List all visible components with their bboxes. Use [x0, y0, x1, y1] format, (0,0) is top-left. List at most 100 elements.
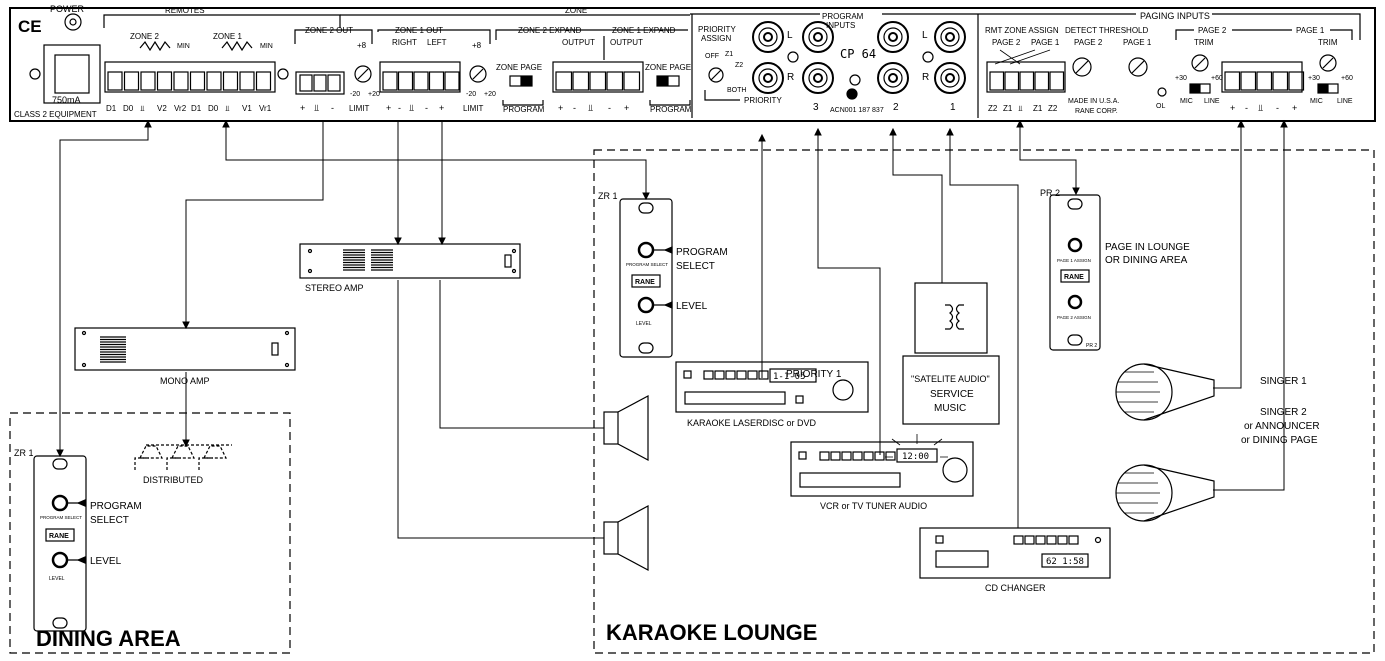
rca-jack-icon[interactable]	[934, 62, 966, 94]
terminal-cell	[606, 71, 624, 91]
zone-label: ZONE	[565, 6, 587, 15]
rca-jack-icon[interactable]	[752, 62, 784, 94]
zr1-lounge-level-knob[interactable]	[637, 296, 655, 314]
svg-text:INPUTS: INPUTS	[826, 21, 855, 30]
svg-text:OUTPUT: OUTPUT	[610, 38, 643, 47]
zone1-remote-label: ZONE 1	[213, 32, 242, 41]
mono-amp-label: MONO AMP	[160, 376, 210, 386]
rack-screw-icon	[787, 51, 799, 63]
page1-mic-line-switch[interactable]	[1317, 83, 1339, 94]
transport-button[interactable]	[736, 370, 747, 380]
svg-text:MIC: MIC	[1180, 98, 1193, 105]
terminal-cell	[1272, 71, 1289, 91]
zone2-expand-switch[interactable]	[509, 75, 533, 87]
svg-text:PROGRAM: PROGRAM	[90, 501, 142, 512]
transport-button[interactable]	[725, 370, 736, 380]
power-connector	[43, 44, 101, 104]
karaoke-lounge-boundary	[593, 149, 1375, 654]
svg-text:-: -	[331, 103, 334, 113]
rca-jack-icon[interactable]	[877, 62, 909, 94]
svg-text:RMT ZONE ASSIGN: RMT ZONE ASSIGN	[985, 26, 1059, 35]
svg-text:+60: +60	[1211, 75, 1223, 82]
mono-amp: MONO AMP	[74, 327, 296, 386]
acn-label: ACN001 187 837	[830, 107, 884, 114]
svg-text:LEVEL: LEVEL	[676, 301, 708, 312]
rca-jack-icon[interactable]	[934, 21, 966, 53]
transport-button[interactable]	[874, 451, 885, 461]
transport-button[interactable]	[1024, 535, 1035, 545]
svg-text:BOTH: BOTH	[727, 87, 746, 94]
transport-button[interactable]	[841, 451, 852, 461]
rca-jack-icon[interactable]	[802, 62, 834, 94]
terminal-cell	[589, 71, 607, 91]
transport-button[interactable]	[1046, 535, 1057, 545]
terminal-cell	[1049, 71, 1065, 91]
page1-trim-knob[interactable]	[1319, 54, 1337, 72]
vcr-display: 12:00	[902, 452, 929, 462]
svg-text:PROGRAM SELECT: PROGRAM SELECT	[40, 515, 82, 520]
svg-text:⫫: ⫫	[408, 103, 414, 113]
terminal-cell	[123, 71, 140, 91]
singer2-label2: or ANNOUNCER	[1244, 421, 1320, 432]
min1-label: MIN	[260, 43, 273, 50]
zone1-limit-knob[interactable]	[469, 65, 487, 83]
rmt-zone-assign-terminal	[986, 61, 1066, 93]
svg-text:LINE: LINE	[1337, 98, 1353, 105]
transport-button[interactable]	[1013, 535, 1024, 545]
terminal-cell	[1004, 71, 1020, 91]
transport-button[interactable]	[714, 370, 725, 380]
priority-assign-knob[interactable]	[708, 67, 724, 83]
satellite-line1: "SATELITE AUDIO"	[911, 374, 990, 384]
svg-text:ZONE PAGE: ZONE PAGE	[645, 63, 691, 72]
terminal-label: ⫫	[139, 104, 145, 113]
transport-button[interactable]	[747, 370, 758, 380]
distributed-label: DISTRIBUTED	[143, 475, 204, 485]
svg-text:-: -	[1276, 103, 1279, 113]
rca-jack-icon[interactable]	[752, 21, 784, 53]
zone2-limit-knob[interactable]	[354, 65, 372, 83]
terminal-cell	[1019, 71, 1035, 91]
terminal-cell	[1224, 71, 1241, 91]
transport-button[interactable]	[819, 451, 830, 461]
detect-threshold-page2-knob[interactable]	[1072, 57, 1092, 77]
cd-changer: 62 1:58 CD CHANGER	[919, 527, 1111, 593]
transport-button[interactable]	[758, 370, 769, 380]
transport-button[interactable]	[830, 451, 841, 461]
vcr-label: VCR or TV TUNER AUDIO	[820, 501, 927, 511]
rca-jack-icon[interactable]	[877, 21, 909, 53]
transport-button[interactable]	[852, 451, 863, 461]
terminal-cell	[189, 71, 206, 91]
zone2-out-label: ZONE 2 OUT	[305, 26, 353, 35]
singer2-label3: or DINING PAGE	[1241, 435, 1318, 446]
page2-mic-line-switch[interactable]	[1189, 83, 1211, 94]
svg-text:+8: +8	[357, 41, 367, 50]
overload-led	[1157, 87, 1167, 97]
svg-text:OUTPUT: OUTPUT	[562, 38, 595, 47]
transport-button[interactable]	[1035, 535, 1046, 545]
pr2-logo	[1060, 269, 1090, 283]
zr1-lounge-program-knob[interactable]	[637, 241, 655, 259]
transport-button[interactable]	[863, 451, 874, 461]
paging-inputs-label: PAGING INPUTS	[1140, 11, 1210, 21]
satellite-line3: MUSIC	[934, 403, 966, 414]
karaoke-laserdisc-player: PRIORITY 1 1-1-05 KARAOKE LASERDISC or D…	[675, 361, 869, 428]
transport-button[interactable]	[1068, 535, 1079, 545]
pr2-page2-assign-knob[interactable]	[1067, 294, 1083, 310]
svg-text:+: +	[386, 103, 391, 113]
zr1-dining-level-knob[interactable]	[51, 551, 69, 569]
pr2-page1-assign-knob[interactable]	[1067, 237, 1083, 253]
model-label: CP 64	[840, 47, 876, 61]
svg-text:R: R	[922, 72, 929, 83]
svg-text:PAGE 2 ASSIGN: PAGE 2 ASSIGN	[1057, 315, 1091, 320]
page2-trim-knob[interactable]	[1191, 54, 1209, 72]
detect-threshold-page1-knob[interactable]	[1128, 57, 1148, 77]
rca-jack-icon[interactable]	[802, 21, 834, 53]
transport-button[interactable]	[885, 451, 896, 461]
zone1-expand-switch[interactable]	[656, 75, 680, 87]
transport-button[interactable]	[1057, 535, 1068, 545]
svg-text:PAGE 1 ASSIGN: PAGE 1 ASSIGN	[1057, 258, 1091, 263]
svg-text:⫫: ⫫	[313, 103, 319, 113]
transport-button[interactable]	[703, 370, 714, 380]
zone2-expand-label: ZONE 2 EXPAND	[518, 26, 582, 35]
zr1-dining-program-knob[interactable]	[51, 494, 69, 512]
